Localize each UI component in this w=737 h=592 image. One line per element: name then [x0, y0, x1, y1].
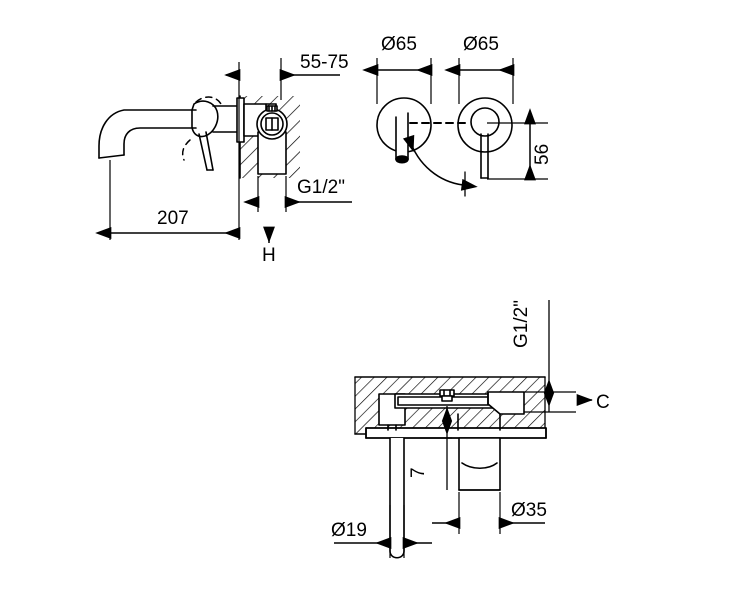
spout-profile [98, 109, 197, 159]
dimension-label-d65-left: Ø65 [381, 34, 417, 55]
dimension-label-d65-right: Ø65 [463, 34, 499, 55]
dimension-label-207: 207 [157, 208, 189, 229]
dimension-g-half-top [243, 176, 352, 212]
handle-assembly [181, 96, 241, 171]
dimension-label-h: H [262, 245, 276, 266]
view-bottom-section [354, 376, 547, 559]
inlet-connector [458, 437, 501, 491]
dimension-d19 [334, 505, 432, 558]
view-front-elevation [376, 97, 513, 197]
view-side-elevation [98, 95, 300, 179]
dimension-7 [420, 406, 453, 490]
dimension-label-c: C [596, 392, 610, 413]
concealed-valve-body [256, 105, 288, 175]
dimension-label-d19: Ø19 [331, 520, 367, 541]
dimension-d65-left [362, 58, 433, 104]
outlet-tube [389, 437, 405, 559]
dimension-label-g-half-top: G1/2" [297, 177, 345, 198]
dimension-207 [95, 100, 241, 240]
dimension-55-75 [224, 58, 340, 100]
dimension-d65-right [444, 58, 515, 104]
dimension-label-g-half-bottom: G1/2" [511, 300, 532, 348]
dimension-label-56: 56 [532, 144, 553, 165]
dimension-g-half-bottom [524, 300, 576, 413]
dimension-label-55-75: 55-75 [300, 52, 349, 73]
dimension-d35 [432, 492, 545, 534]
dimension-label-7: 7 [408, 467, 429, 478]
dimension-label-d35: Ø35 [511, 500, 547, 521]
dimension-56 [487, 108, 548, 181]
leader-line-spout [402, 134, 478, 191]
